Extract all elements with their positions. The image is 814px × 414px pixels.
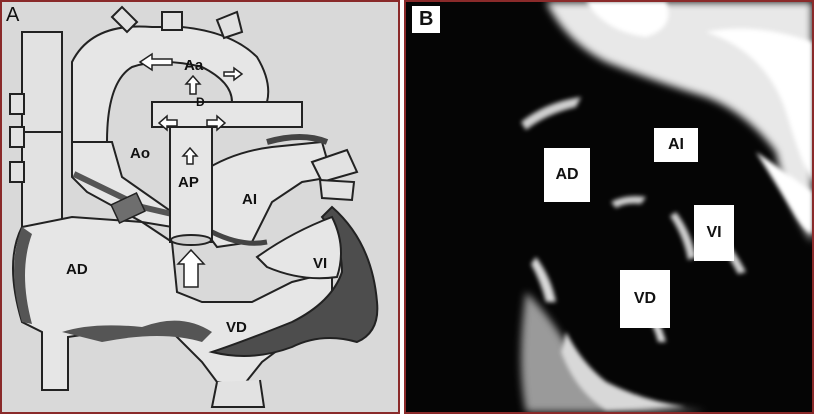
echo-image-svg (406, 2, 812, 412)
label-vd: VD (226, 319, 247, 336)
echo-label-ad: AD (544, 148, 590, 202)
panel-b-echocardiogram: B AD AI VI VD (404, 0, 814, 414)
label-ad: AD (66, 261, 88, 278)
echo-label-vi: VI (694, 205, 734, 261)
echo-label-ai: AI (654, 128, 698, 162)
label-vi: VI (313, 255, 327, 272)
label-ao: Ao (130, 145, 150, 162)
panel-a-letter: A (6, 4, 19, 27)
echo-label-vd: VD (620, 270, 670, 328)
panel-a-schematic: Aa D Ao AP AI AD VI VD A (0, 0, 400, 414)
label-aa: Aa (184, 57, 204, 74)
heart-schematic-svg: Aa D Ao AP AI AD VI VD (2, 2, 398, 412)
panel-b-letter: B (412, 6, 440, 33)
label-ai: AI (242, 191, 257, 208)
label-d: D (196, 95, 205, 109)
label-ap: AP (178, 174, 199, 191)
